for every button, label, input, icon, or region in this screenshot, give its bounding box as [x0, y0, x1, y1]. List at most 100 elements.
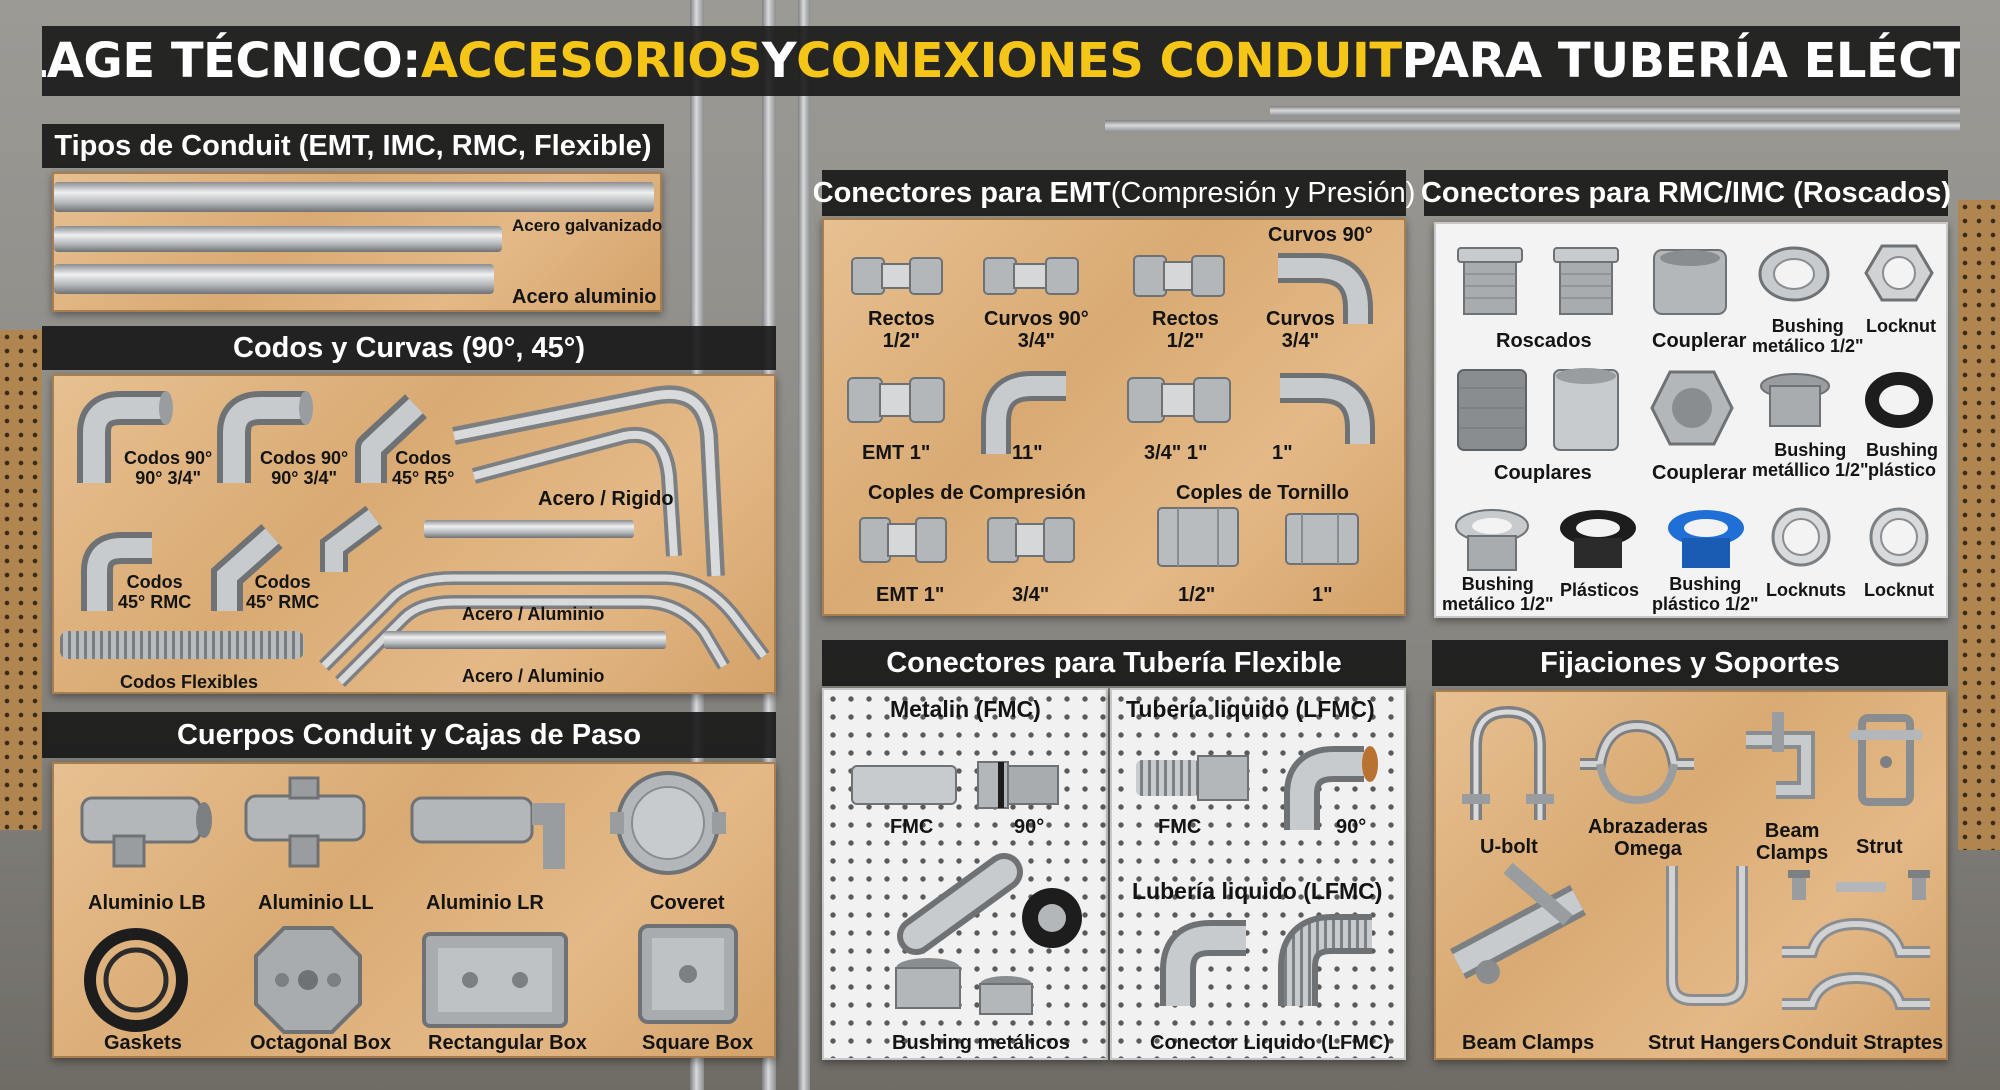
label: Octagonal Box [250, 1032, 392, 1054]
locknut-icon [1864, 244, 1934, 302]
bushing-icon [1760, 373, 1830, 427]
section-title-text: Fijaciones y Soportes [1540, 646, 1840, 679]
label: Codos 90° 90° 3/4" [124, 448, 213, 488]
bent-rigid-pipe-icon [452, 385, 725, 577]
section-title-text: Conectores para EMT [812, 176, 1111, 209]
label: Bushing metálicos [892, 1032, 1070, 1054]
label: Codos 45° RMC [246, 572, 320, 612]
emt-connector-icon [847, 377, 945, 423]
label: Roscados [1496, 330, 1592, 352]
straight-pipe-icon [424, 520, 634, 538]
bent-aluminum-pipe-icon [319, 571, 770, 687]
set-screw-coupling-icon [1285, 513, 1359, 565]
label: 90° [1336, 816, 1367, 838]
label: Acero / Aluminio [462, 604, 605, 624]
plastic-bushing-icon [1560, 510, 1636, 568]
wall-pipe [1270, 106, 1960, 116]
section-title-text: Codos y Curvas (90°, 45°) [233, 331, 585, 364]
metal-bushing-icon [895, 958, 961, 1009]
label: Strut Hangers [1648, 1032, 1781, 1054]
section-title-text: Tipos de Conduit (EMT, IMC, RMC, Flexibl… [54, 129, 652, 162]
label: Square Box [642, 1032, 754, 1054]
section-title-codos: Codos y Curvas (90°, 45°) [42, 326, 776, 370]
label: 90° [1014, 816, 1045, 838]
plastic-bushing-icon [1865, 372, 1933, 428]
panel-rmc: Roscados Couplerar Bushing metálico 1/2"… [1434, 222, 1948, 618]
title-part: PARA TUBERÍA ELÉCTRICA [1401, 33, 1960, 89]
omega-clamp-icon [1580, 719, 1694, 805]
title-part: COLLAGE TÉCNICO: [42, 33, 421, 89]
panel-flexible-fmc: Metalin (FMC) FMC 90° Bushing metálicos [822, 688, 1108, 1060]
threaded-coupling-icon [1653, 249, 1727, 315]
strut-fitting-icon [1850, 714, 1922, 806]
label: FMC [890, 816, 934, 838]
label: Acero / Rigido [538, 488, 674, 510]
emt-elbow-connector-icon [1280, 373, 1375, 444]
section-title-fijaciones: Fijaciones y Soportes [1432, 640, 1948, 686]
label: Locknut [1866, 316, 1936, 336]
label: Gaskets [104, 1032, 182, 1054]
bushing-icon [1758, 246, 1830, 302]
label: Aluminio LB [88, 892, 206, 914]
panel-fijaciones: U-bolt Abrazaderas Omega Beam Clamps Str… [1434, 690, 1948, 1060]
elbow-45-icon [211, 524, 283, 611]
conduit-strap-icon [1782, 917, 1930, 1010]
strut-hanger-icon [1666, 866, 1748, 1006]
fmc-connector-icon [851, 761, 1059, 809]
lfmc-elbow-connector-icon [1278, 914, 1372, 1006]
label: EMT 1" [862, 442, 931, 464]
section-title-subtext: (Compresión y Presión) [1110, 176, 1416, 209]
bolt-icon [1788, 870, 1930, 900]
section-title-tipos: Tipos de Conduit (EMT, IMC, RMC, Flexibl… [42, 124, 664, 168]
threaded-coupling-icon [1553, 368, 1619, 451]
bushing-icon [1455, 509, 1529, 571]
lfmc-connector-icon [1136, 755, 1249, 801]
label: Couplares [1494, 462, 1592, 484]
gasket-icon [84, 928, 188, 1032]
label: Curvos 90° 3/4" [984, 308, 1089, 352]
section-title-text: Conectores para Tubería Flexible [886, 646, 1342, 679]
emt-connector-icon [983, 257, 1079, 295]
label: Abrazaderas Omega [1588, 816, 1709, 860]
subheading: Tubería liquido (LFMC) [1126, 696, 1375, 722]
label: Bushing plástico 1/2" [1652, 574, 1759, 614]
fmc-angle-connector-icon [897, 853, 1082, 955]
left-pegboard [0, 330, 42, 830]
conduit-body-ll-icon [244, 776, 366, 868]
straight-pipe-icon [384, 631, 666, 649]
label: Coveret [650, 892, 725, 914]
lfmc-elbow-connector-icon [1284, 746, 1378, 830]
metal-bushing-icon [979, 976, 1033, 1015]
emt-connector-icon [851, 257, 943, 295]
label: Aluminio LR [426, 892, 544, 914]
subheading: Lubería liquido (LFMC) [1132, 878, 1383, 904]
label: Bushing plástico [1866, 440, 1938, 480]
label: Aluminio LL [258, 892, 374, 914]
panel-codos: Codos 90° 90° 3/4" Codos 90° 90° 3/4" Co… [52, 374, 776, 694]
rectangular-box-icon [422, 932, 568, 1028]
section-title-emt: Conectores para EMT (Compresión y Presió… [813, 170, 1415, 216]
beam-clamp-strut-icon [1450, 862, 1586, 984]
compression-coupling-icon [987, 517, 1075, 563]
conduit-pipe-icon [54, 182, 654, 294]
wall-pipe [1105, 120, 1960, 132]
label: Conector Liquido (LFMC) [1150, 1032, 1390, 1054]
threaded-coupling-icon [1650, 370, 1734, 446]
section-title-cuerpos: Cuerpos Conduit y Cajas de Paso [42, 712, 776, 758]
emt-elbow-connector-icon [1278, 253, 1373, 324]
title-highlight: CONEXIONES CONDUIT [796, 33, 1402, 89]
octagonal-box-icon [254, 926, 362, 1034]
section-title-text: Conectores para RMC/IMC (Roscados) [1420, 176, 1952, 209]
main-title: COLLAGE TÉCNICO: ACCESORIOS Y CONEXIONES… [42, 26, 1960, 96]
elbow-45-icon [81, 532, 152, 611]
conduit-body-lr-icon [410, 796, 565, 869]
u-bolt-icon [1462, 705, 1554, 820]
round-cover-box-icon [610, 771, 726, 875]
label: Plásticos [1560, 580, 1640, 600]
elbow-90-icon [77, 391, 173, 483]
label: Rectos 1/2" [868, 308, 935, 352]
label: Bushing metállico 1/2" [1752, 440, 1869, 480]
label: Beam Clamps [1756, 820, 1829, 864]
beam-clamp-icon [1746, 712, 1815, 799]
emt-connector-icon [1133, 255, 1225, 297]
